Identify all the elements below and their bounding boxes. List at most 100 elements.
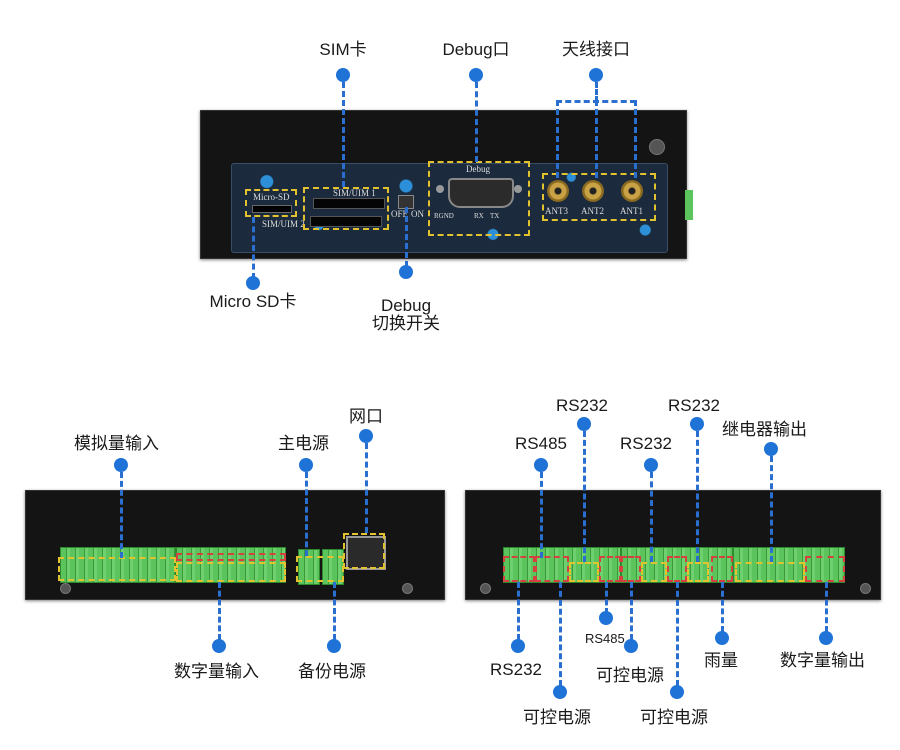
relay-output-leader <box>770 456 773 562</box>
ant3-label: ANT3 <box>545 206 568 216</box>
controlled-power-c-leader <box>676 582 679 686</box>
backup-power-label: 备份电源 <box>298 662 366 681</box>
sim-card-leader <box>342 82 345 187</box>
ant1-label: ANT1 <box>620 206 643 216</box>
micro-sd-slot <box>252 205 292 213</box>
debug-port-dot <box>469 68 483 82</box>
controlled-power-b-leader <box>630 582 633 640</box>
ant3-connector <box>547 180 569 202</box>
analog-input-leader <box>120 472 123 558</box>
sim-slot-2 <box>310 216 382 227</box>
analog-input-dot <box>114 458 128 472</box>
debug-switch-label-1: Debug <box>380 296 432 315</box>
rs232-c-label: RS232 <box>668 396 720 415</box>
analog-input-highlight <box>58 557 176 581</box>
rain-label: 雨量 <box>704 651 738 670</box>
rs232-a-dot <box>577 417 591 431</box>
screw-icon <box>649 139 665 155</box>
ant2-label: ANT2 <box>581 206 604 216</box>
switch-off-label: OFF <box>391 209 408 219</box>
debug-switch-leader <box>405 207 408 267</box>
antenna-bracket-right <box>634 100 637 178</box>
switch-on-label: ON <box>411 209 424 219</box>
controlled-power-a-label: 可控电源 <box>523 708 591 727</box>
debug-port-highlight <box>428 161 530 236</box>
sim2-silkscreen: SIM/UIM 2 <box>262 219 305 229</box>
digital-input-leader <box>218 582 221 640</box>
relay-output-label: 继电器输出 <box>722 420 807 439</box>
ethernet-leader <box>365 443 368 533</box>
micro-sd-leader <box>252 217 255 279</box>
backup-power-dot <box>327 639 341 653</box>
relay-terminal-block <box>733 547 845 583</box>
rs232-bottom-dot <box>511 639 525 653</box>
main-power-leader <box>305 472 308 556</box>
rs232-bottom-label: RS232 <box>490 660 542 679</box>
rs485-top-dot <box>534 458 548 472</box>
rs485-bottom-dot <box>599 611 613 625</box>
digital-output-leader <box>825 582 828 632</box>
rs232-a-highlight <box>569 562 599 582</box>
screw-icon <box>480 583 491 594</box>
side-green-connector <box>685 190 693 220</box>
digital-input-label: 数字量输入 <box>174 662 259 681</box>
digital-output-label: 数字量输出 <box>780 651 865 670</box>
ethernet-label: 网口 <box>349 407 383 426</box>
rain-leader <box>721 582 724 632</box>
rs485-bottom-label: RS485 <box>585 631 625 646</box>
antenna-port-leader <box>595 82 598 102</box>
digital-input-highlight <box>176 553 286 561</box>
rs485-bottom-highlight <box>599 556 621 582</box>
antenna-port-dot <box>589 68 603 82</box>
ethernet-dot <box>359 429 373 443</box>
db9-flange-right <box>514 185 522 193</box>
debug-switch-dot <box>399 265 413 279</box>
db9-connector <box>448 178 514 208</box>
controlled-power-b-highlight <box>621 556 641 582</box>
rs232-bottom-leader <box>517 582 520 640</box>
debug-port-label: Debug口 <box>442 40 510 59</box>
main-power-label: 主电源 <box>278 434 329 453</box>
sim1-silkscreen: SIM/UIM 1 <box>333 188 376 198</box>
pin-rgnd-label: RGND <box>434 212 454 220</box>
pin-rx-label: RX <box>474 212 484 220</box>
debug-port-leader <box>475 82 478 162</box>
rs232-c-leader <box>696 431 699 562</box>
digital-output-dot <box>819 631 833 645</box>
ethernet-highlight <box>343 533 385 569</box>
antenna-bracket-left <box>556 100 559 178</box>
analog-input-terminal <box>60 547 176 583</box>
backup-power-leader <box>333 582 336 640</box>
micro-sd-label: Micro SD卡 <box>209 292 297 311</box>
digital-input-dot <box>212 639 226 653</box>
analog-input-label: 模拟量输入 <box>74 434 159 453</box>
controlled-power-a-highlight <box>535 556 569 582</box>
screw-icon <box>860 583 871 594</box>
bottom-right-device-panel <box>465 490 881 600</box>
controlled-power-b-label: 可控电源 <box>596 666 664 685</box>
debug-silkscreen: Debug <box>466 164 490 174</box>
ethernet-port <box>346 536 386 570</box>
rs485-bottom-leader <box>605 582 608 614</box>
rs232-c-highlight <box>687 562 709 582</box>
power-highlight <box>296 556 344 582</box>
rain-highlight <box>711 556 733 582</box>
left-terminal-block <box>503 547 621 583</box>
rs232-b-highlight <box>641 562 667 582</box>
controlled-power-a-dot <box>553 685 567 699</box>
sim-slot-1 <box>313 198 385 209</box>
controlled-power-c-dot <box>670 685 684 699</box>
ant1-connector <box>621 180 643 202</box>
rain-dot <box>715 631 729 645</box>
antenna-bracket-mid <box>595 100 598 178</box>
pin-tx-label: TX <box>490 212 500 220</box>
controlled-power-c-label: 可控电源 <box>640 708 708 727</box>
main-power-dot <box>299 458 313 472</box>
relay-highlight <box>735 562 805 582</box>
micro-sd-slot-highlight <box>245 189 297 217</box>
sim-card-label: SIM卡 <box>319 40 367 59</box>
antenna-port-label: 天线接口 <box>562 40 630 59</box>
antenna-highlight <box>542 173 656 221</box>
debug-switch-label-2: 切换开关 <box>372 314 440 333</box>
rs485-top-label: RS485 <box>515 434 567 453</box>
